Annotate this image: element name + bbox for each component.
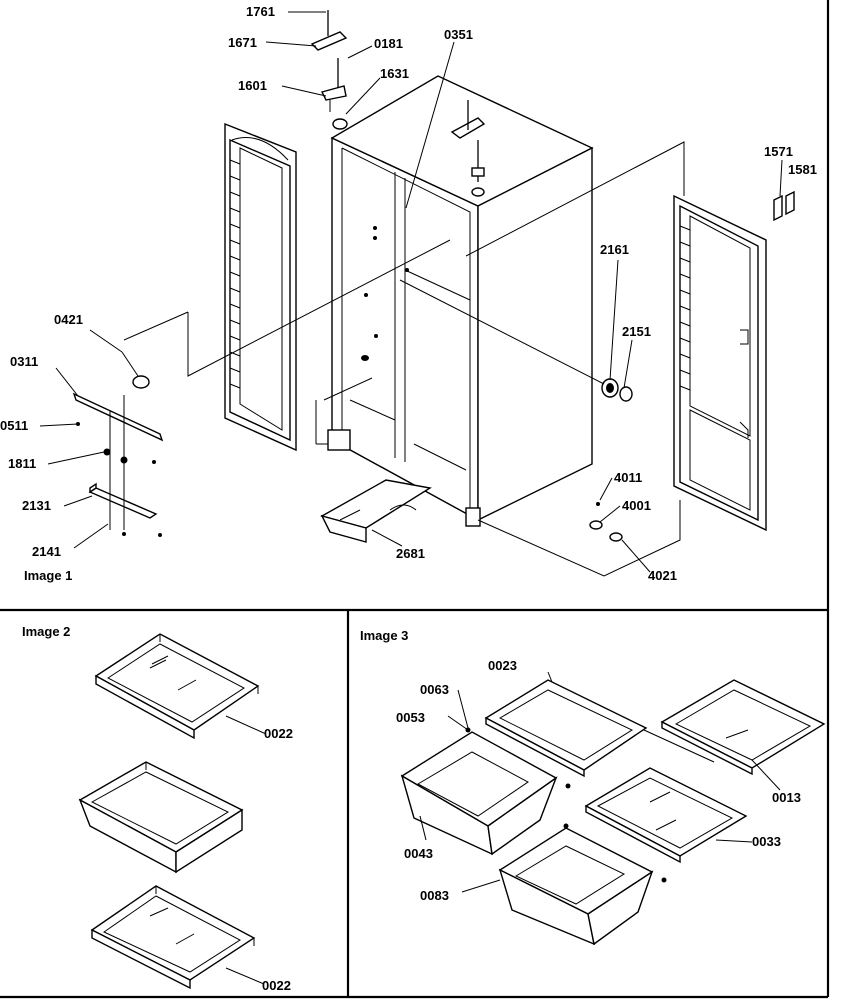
left-hinge-stack	[310, 10, 348, 130]
label-0181: 0181	[374, 36, 403, 51]
panel-title-image3: Image 3	[360, 628, 408, 643]
bottom-right-small-parts	[589, 502, 623, 542]
top-hinge-right	[450, 100, 486, 197]
label-0023: 0023	[488, 658, 517, 673]
glass-shelf-0013	[660, 679, 826, 776]
label-0063: 0063	[420, 682, 449, 697]
shelf-bottom	[90, 885, 256, 990]
label-0511: 0511	[0, 418, 28, 433]
image3-crisper: Image 3 0023 0013 0063	[360, 628, 826, 946]
label-1571: 1571	[764, 144, 793, 159]
label-2161: 2161	[600, 242, 629, 257]
label-4011: 4011	[614, 470, 642, 485]
label-4021: 4021	[648, 568, 677, 583]
image2-shelves: Image 2 0022	[22, 624, 293, 993]
left-small-parts	[72, 351, 164, 537]
label-0022-bottom: 0022	[262, 978, 291, 993]
panel-frames	[0, 0, 830, 999]
crisper-shelf-0033	[584, 767, 748, 864]
label-0311: 0311	[10, 354, 38, 369]
connector-lines	[39, 11, 783, 577]
grommets	[601, 378, 633, 402]
panel-title-image2: Image 2	[22, 624, 70, 639]
panel-title-image1: Image 1	[24, 568, 72, 583]
left-door	[224, 122, 297, 452]
crisper-drawer-0083	[498, 827, 654, 946]
label-1761: 1761	[246, 4, 275, 19]
label-0013: 0013	[772, 790, 801, 805]
label-2141: 2141	[32, 544, 61, 559]
label-2151: 2151	[622, 324, 651, 339]
crisper-frame-0023	[484, 679, 715, 778]
label-2131: 2131	[22, 498, 51, 513]
label-0043: 0043	[404, 846, 433, 861]
right-hinge-parts	[773, 190, 795, 222]
label-4001: 4001	[622, 498, 651, 513]
label-2681: 2681	[396, 546, 425, 561]
label-0083: 0083	[420, 888, 449, 903]
drain-pan	[320, 479, 432, 543]
label-1581: 1581	[788, 162, 817, 177]
crisper-drawer-0043	[400, 731, 558, 856]
label-0022-top: 0022	[264, 726, 293, 741]
label-1671: 1671	[228, 35, 257, 50]
cabinet	[327, 75, 594, 527]
label-0053: 0053	[396, 710, 425, 725]
label-0033: 0033	[752, 834, 781, 849]
label-1631: 1631	[380, 66, 409, 81]
right-door	[673, 194, 767, 532]
image1-labels: 1761 1671 0181 0351 1601 1631 1571 1581 …	[0, 4, 817, 583]
label-1601: 1601	[238, 78, 267, 93]
label-1811: 1811	[8, 456, 36, 471]
shelf-top	[94, 633, 260, 740]
shelf-middle	[78, 761, 244, 874]
label-0421: 0421	[54, 312, 83, 327]
label-0351: 0351	[444, 27, 473, 42]
